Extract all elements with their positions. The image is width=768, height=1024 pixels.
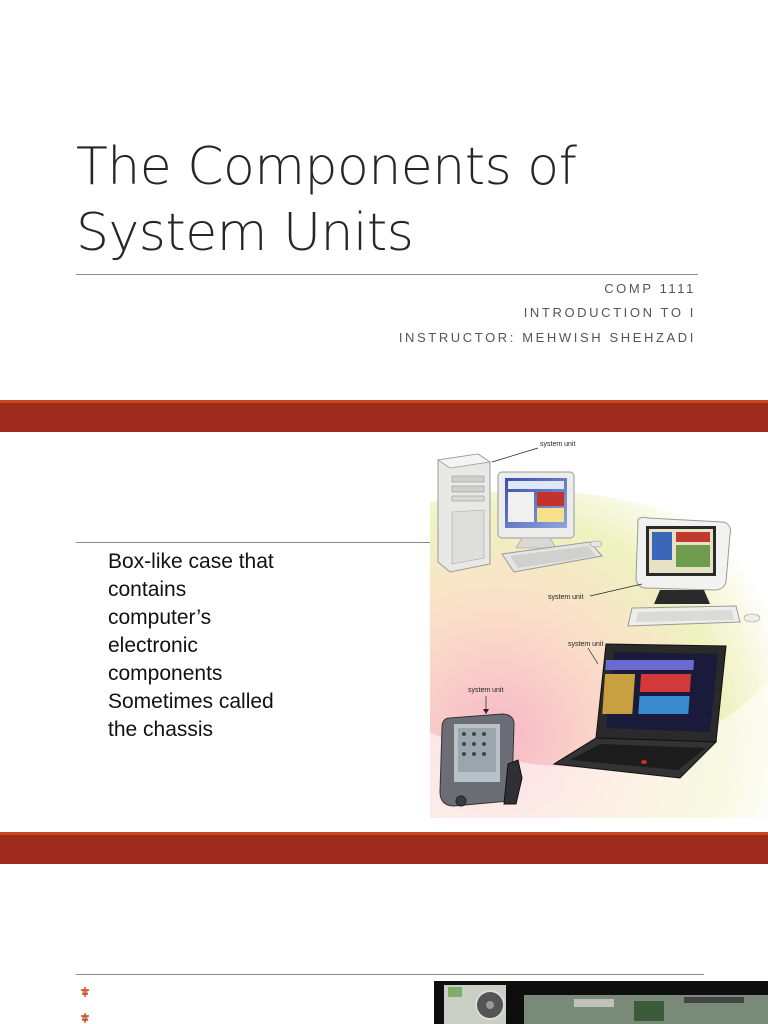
dagger-bullet-icon <box>81 987 89 997</box>
slide-separator-band <box>0 400 768 432</box>
content-divider <box>76 974 704 975</box>
text-line: Sometimes called <box>108 690 274 713</box>
text-line: electronic <box>108 634 198 657</box>
instructor-name: INSTRUCTOR: MEHWISH SHEHZADI <box>398 330 696 345</box>
content-divider <box>76 542 430 543</box>
callout-label: system unit <box>468 687 503 694</box>
computer-internals-photo <box>434 981 768 1024</box>
content-slide-partial <box>0 864 768 1024</box>
handheld-pda-icon <box>439 713 523 807</box>
text-line: components <box>108 662 223 685</box>
crt-monitor-icon <box>497 471 575 549</box>
slide-separator-band <box>0 832 768 864</box>
text-line: computer’s <box>108 606 212 629</box>
course-code: COMP 1111 <box>604 281 696 296</box>
callout-label: system unit <box>568 641 603 648</box>
definition-text: Box-like case that contains computer’s e… <box>108 548 408 744</box>
slide-title: The Components of System Units <box>76 134 636 266</box>
course-name: INTRODUCTION TO I <box>523 305 696 320</box>
text-line: the chassis <box>108 718 214 741</box>
title-slide: The Components of System Units COMP 1111… <box>0 0 768 400</box>
callout-label: system unit <box>548 594 583 601</box>
content-slide-system-unit: Box-like case that contains computer’s e… <box>0 432 768 832</box>
text-line: Box-like case that <box>108 550 274 573</box>
system-units-illustration: system unit system unit system unit syst… <box>430 432 768 818</box>
title-divider <box>76 274 698 275</box>
slide-title-line-2: System Units <box>76 203 414 263</box>
text-line: contains <box>108 578 187 601</box>
all-in-one-computer-icon <box>635 516 731 604</box>
desktop-tower-icon <box>436 453 492 573</box>
dagger-bullet-icon <box>81 1013 89 1023</box>
laptop-icon <box>552 643 727 779</box>
callout-label: system unit <box>540 441 575 448</box>
slide-title-line-1: The Components of <box>76 137 577 197</box>
